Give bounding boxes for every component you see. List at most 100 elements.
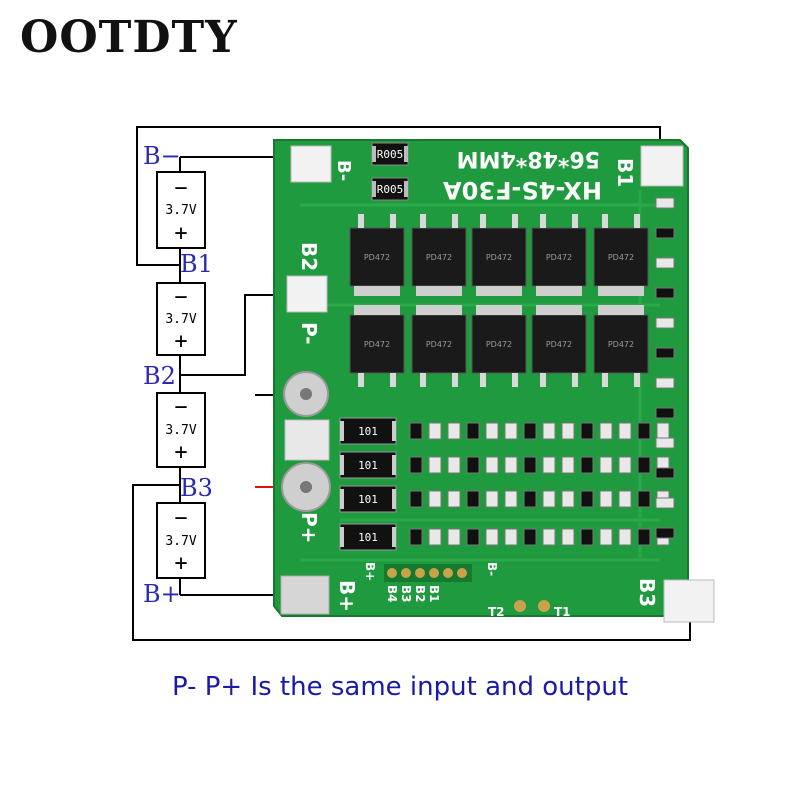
smd-part xyxy=(428,456,442,474)
mosfet-label: PD472 xyxy=(364,340,390,349)
cell-minus: − xyxy=(174,176,187,201)
mosfet-lead xyxy=(540,373,546,387)
smd-part xyxy=(504,528,518,546)
terminal-label-b3: B3 xyxy=(180,474,213,502)
mosfet-label: PD472 xyxy=(546,340,572,349)
smd-part xyxy=(542,528,556,546)
resistor-end xyxy=(392,527,396,547)
silk-t2: T2 xyxy=(488,605,505,619)
mosfet-label: PD472 xyxy=(546,253,572,262)
smd-part xyxy=(655,407,675,419)
mosfet-label: PD472 xyxy=(486,340,512,349)
shunt-label: R005 xyxy=(377,183,404,196)
smd-part xyxy=(504,456,518,474)
mosfet-lead xyxy=(452,214,458,228)
mosfet-lead xyxy=(390,373,396,387)
mosfet-lead xyxy=(480,373,486,387)
mosfet-tab xyxy=(598,305,644,315)
smd-part xyxy=(447,422,461,440)
brand-logo: OOTDTY xyxy=(20,12,238,63)
smd-part xyxy=(580,456,594,474)
mosfet-lead xyxy=(358,214,364,228)
smd-part xyxy=(409,456,423,474)
resistor-end xyxy=(392,489,396,509)
smd-part xyxy=(409,528,423,546)
smd-part xyxy=(655,197,675,209)
mosfet-label: PD472 xyxy=(608,340,634,349)
mosfet-5 xyxy=(593,227,649,287)
mosfet-lead xyxy=(634,214,640,228)
mosfet-label: PD472 xyxy=(426,340,452,349)
mosfet-2 xyxy=(411,227,467,287)
mosfet-lead xyxy=(452,373,458,387)
shunt-resistors: R005 R005 xyxy=(371,142,409,201)
mosfet-tab xyxy=(536,305,582,315)
mosfet-label: PD472 xyxy=(426,253,452,262)
terminal-label-b2: B2 xyxy=(143,362,176,390)
resistor-label: 101 xyxy=(358,459,378,472)
mosfet-lead xyxy=(602,214,608,228)
resistor-label: 101 xyxy=(358,531,378,544)
silk-p-plus: P+ xyxy=(297,512,321,543)
battery-cell-4: − 3.7V + xyxy=(156,502,206,579)
battery-cell-3: − 3.7V + xyxy=(156,392,206,468)
smd-part xyxy=(599,490,613,508)
smd-part xyxy=(466,490,480,508)
battery-cells: − 3.7V + − 3.7V + − 3.7V + − 3.7V + xyxy=(156,171,206,579)
silk-header-b2: B2 xyxy=(413,585,427,603)
wire-b3-loop xyxy=(132,484,691,641)
mosfet-tab xyxy=(536,286,582,296)
resistor-label: 101 xyxy=(358,493,378,506)
resistors-101: 101 101 101 101 xyxy=(339,197,675,551)
cell-voltage: 3.7V xyxy=(165,203,196,218)
smd-part xyxy=(655,497,675,509)
silk-header-b4: B4 xyxy=(385,585,399,603)
mosfet-tab xyxy=(354,305,400,315)
mosfet-label: PD472 xyxy=(364,253,390,262)
smd-part xyxy=(428,490,442,508)
mosfet-tab xyxy=(416,305,462,315)
wire-b1-loop xyxy=(136,126,661,266)
shunt-label: R005 xyxy=(377,148,404,161)
resistor-end xyxy=(392,455,396,475)
resistor-end xyxy=(340,489,344,509)
battery-cell-1: − 3.7V + xyxy=(156,171,206,249)
mosfet-lead xyxy=(634,373,640,387)
resistor-end xyxy=(392,421,396,441)
smd-part xyxy=(447,528,461,546)
silk-b-plus: B+ xyxy=(335,580,359,612)
resistor-end xyxy=(340,527,344,547)
caption: P- P+ Is the same input and output xyxy=(171,672,629,702)
mosfet-tab xyxy=(598,286,644,296)
silk-b2: B2 xyxy=(297,242,321,271)
smd-part xyxy=(655,317,675,329)
resistor-101-3 xyxy=(339,485,397,513)
mosfet-lead xyxy=(572,214,578,228)
smd-part xyxy=(655,257,675,269)
terminal-label-b-plus: B+ xyxy=(143,580,181,608)
mosfet-label: PD472 xyxy=(608,253,634,262)
smd-part xyxy=(447,490,461,508)
resistor-label: 101 xyxy=(358,425,378,438)
mosfet-tab xyxy=(476,286,522,296)
pad-b2 xyxy=(286,275,328,313)
smd-part xyxy=(655,437,675,449)
silk-size: 56*48*4MM xyxy=(457,146,600,171)
smd-part xyxy=(580,422,594,440)
smd-part xyxy=(655,287,675,299)
smd-part xyxy=(485,456,499,474)
pad-b-minus xyxy=(290,145,332,183)
mosfet-10 xyxy=(593,314,649,374)
terminal-label-b-minus: B− xyxy=(143,142,181,170)
smd-part xyxy=(655,377,675,389)
smd-part xyxy=(655,227,675,239)
silk-b1: B1 xyxy=(613,158,637,187)
smd-part xyxy=(447,456,461,474)
smd-part xyxy=(599,422,613,440)
smd-part xyxy=(655,467,675,479)
mosfet-lead xyxy=(420,214,426,228)
smd-part xyxy=(655,347,675,359)
smd-part xyxy=(561,528,575,546)
cell-plus: + xyxy=(174,440,187,465)
